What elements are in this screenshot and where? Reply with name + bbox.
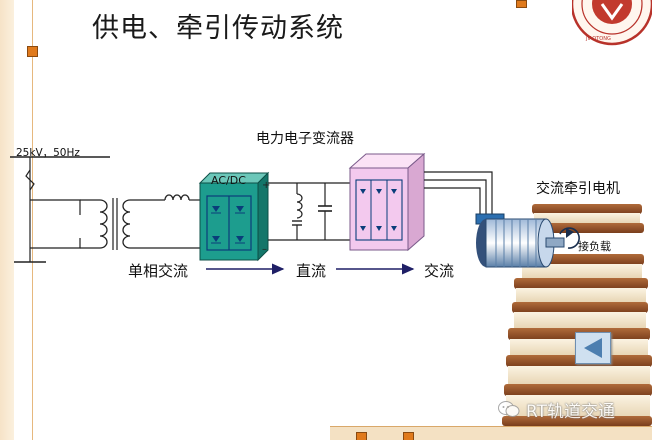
load-label: 接负载 — [578, 239, 611, 253]
left-border-band — [0, 0, 14, 440]
svg-text:JIAOTONG: JIAOTONG — [585, 36, 611, 42]
inverter-block — [348, 152, 426, 252]
converter-title-label: 电力电子变流器 — [256, 131, 354, 147]
dc-link-inductor — [296, 193, 303, 219]
line-inductor — [164, 194, 190, 201]
corner-square-top-right — [516, 0, 527, 8]
stage-label-ac: 交流 — [424, 262, 454, 280]
triangle-left-icon — [584, 338, 602, 358]
watermark-text: RT轨道交通 — [526, 401, 615, 422]
pantograph-symbol — [25, 169, 35, 191]
rectifier-label: AC/DC — [211, 174, 246, 187]
wechat-icon — [498, 401, 520, 417]
page-title: 供电、牵引传动系统 — [92, 13, 344, 44]
traction-motor — [475, 213, 580, 268]
motor-label: 交流牵引电机 — [536, 180, 620, 197]
supply-voltage-label: 25kV，50Hz — [16, 147, 80, 159]
corner-square-top-left — [27, 46, 38, 57]
transformer-primary-coil — [99, 199, 108, 249]
back-nav-button[interactable] — [575, 332, 611, 364]
wechat-watermark: RT轨道交通 — [498, 398, 615, 422]
book-stack-image — [502, 204, 652, 426]
rectifier-block — [198, 171, 270, 262]
primary-circuit — [30, 199, 81, 215]
svg-text:–: – — [262, 244, 267, 255]
corner-square-bottom-2 — [403, 432, 414, 440]
transformer-secondary-coil — [122, 199, 131, 249]
stage-label-single-phase-ac: 单相交流 — [128, 262, 188, 280]
stage-label-dc: 直流 — [296, 262, 326, 280]
left-border-line — [32, 0, 33, 440]
university-seal-logo: JIAOTONG — [572, 0, 652, 46]
corner-square-bottom-1 — [356, 432, 367, 440]
three-phase-output — [424, 171, 493, 218]
svg-text:+: + — [262, 180, 270, 191]
